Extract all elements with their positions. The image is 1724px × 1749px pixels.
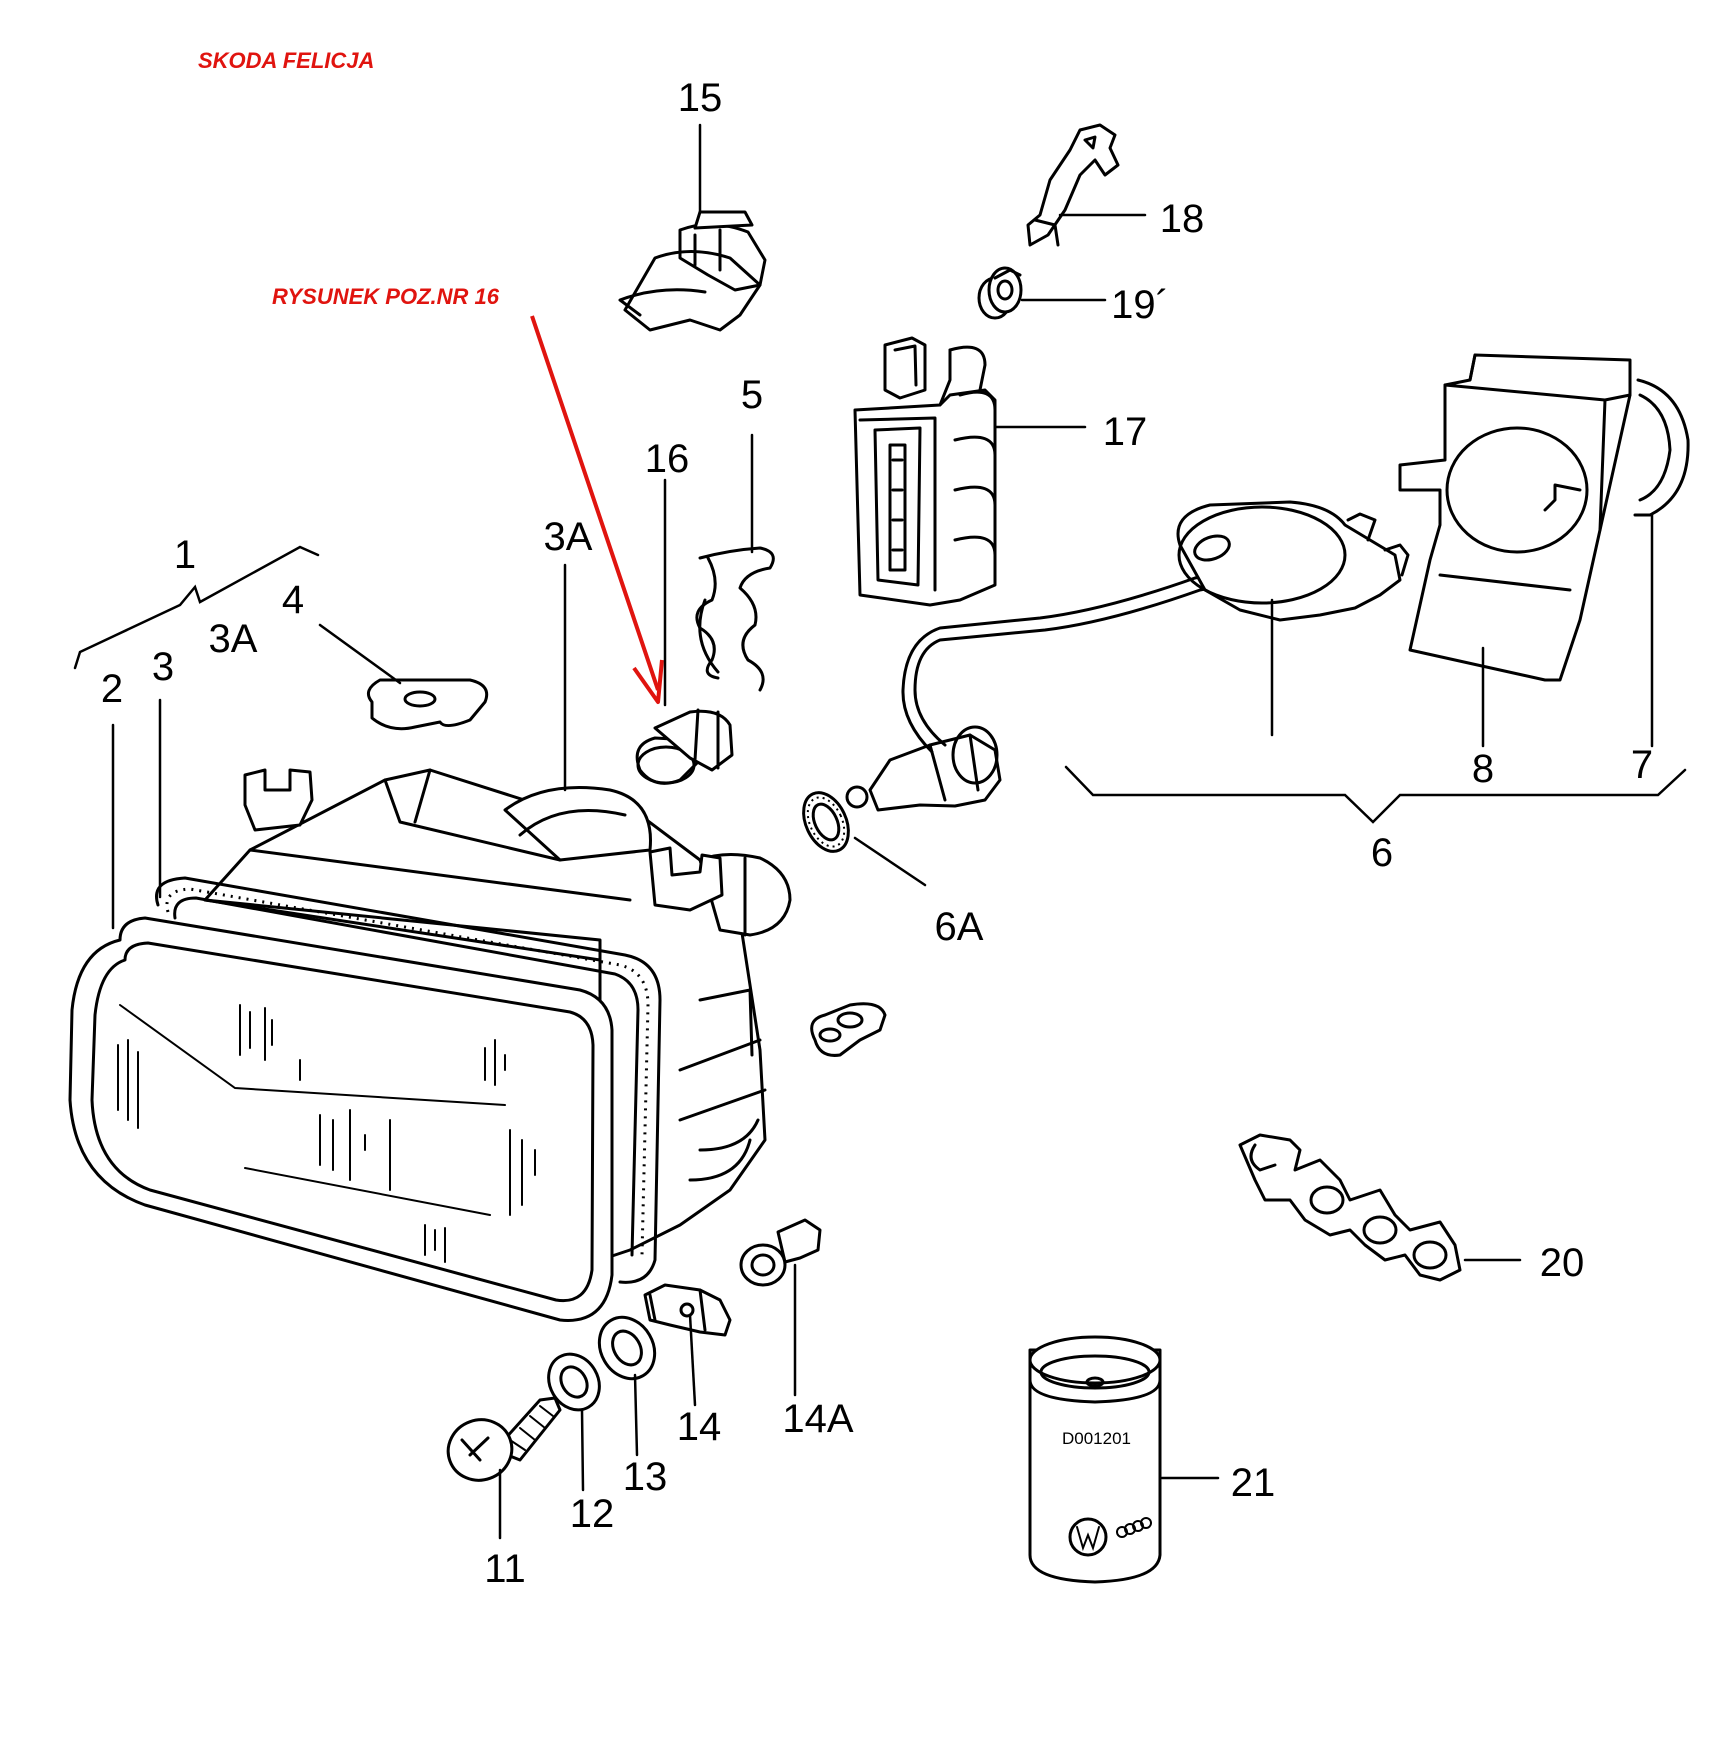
spring-clip-part-5 [695,546,775,692]
filter-code: D001201 [1062,1429,1131,1448]
washer-part-13 [597,1315,657,1381]
red-arrow-icon [530,315,664,704]
label-4: 4 [282,578,304,622]
clip-nut-part-14 [643,1283,732,1337]
bulb-part-16 [635,708,734,785]
label-6: 6 [1371,831,1393,875]
label-17: 17 [1103,410,1148,454]
label-1: 1 [174,533,196,577]
label-3a-top: 3A [544,515,593,559]
label-6a: 6A [935,905,984,949]
ring-seal-part-6a [802,791,850,853]
label-14: 14 [677,1405,722,1449]
grommet-part-19 [977,266,1023,320]
label-13: 13 [623,1455,668,1499]
clip-plate-part-4 [366,678,489,731]
rubber-cap-part-7 [1633,378,1690,517]
audi-rings-icon [1116,1517,1152,1538]
label-8: 8 [1472,747,1494,791]
diagram-title: SKODA FELICJA [198,48,374,73]
rivet-part-14a [739,1218,822,1287]
leader-lines [73,123,1687,1540]
bulb-h4-part-15 [618,210,767,332]
label-16: 16 [645,437,690,481]
label-21: 21 [1231,1461,1276,1505]
label-3a-left: 3A [209,617,258,661]
label-7: 7 [1631,743,1653,787]
small-lamp-holder [810,1002,887,1057]
headlight-housing [68,768,792,1322]
cable-clip-part-20 [1238,1133,1462,1282]
label-14a: 14A [782,1397,853,1441]
contact-clip-part-18 [1026,123,1120,247]
label-11: 11 [484,1547,526,1591]
vw-logo-icon [1068,1517,1108,1557]
label-5: 5 [741,373,763,417]
cover-part-8 [1398,353,1632,682]
wiring-harness-part-6 [901,500,1410,754]
label-3: 3 [152,645,174,689]
connector-part-17 [853,336,997,607]
bulb-socket [845,725,1002,812]
screw-part-11 [446,1396,562,1482]
oil-filter-part-21: D001201 [1028,1335,1162,1584]
label-19: 19´ [1111,283,1169,327]
label-20: 20 [1540,1241,1585,1285]
label-12: 12 [570,1492,615,1536]
red-annotation: RYSUNEK POZ.NR 16 [272,284,500,309]
label-2: 2 [101,667,123,711]
label-15: 15 [678,76,723,120]
washer-part-12 [547,1352,601,1412]
label-18: 18 [1160,197,1205,241]
